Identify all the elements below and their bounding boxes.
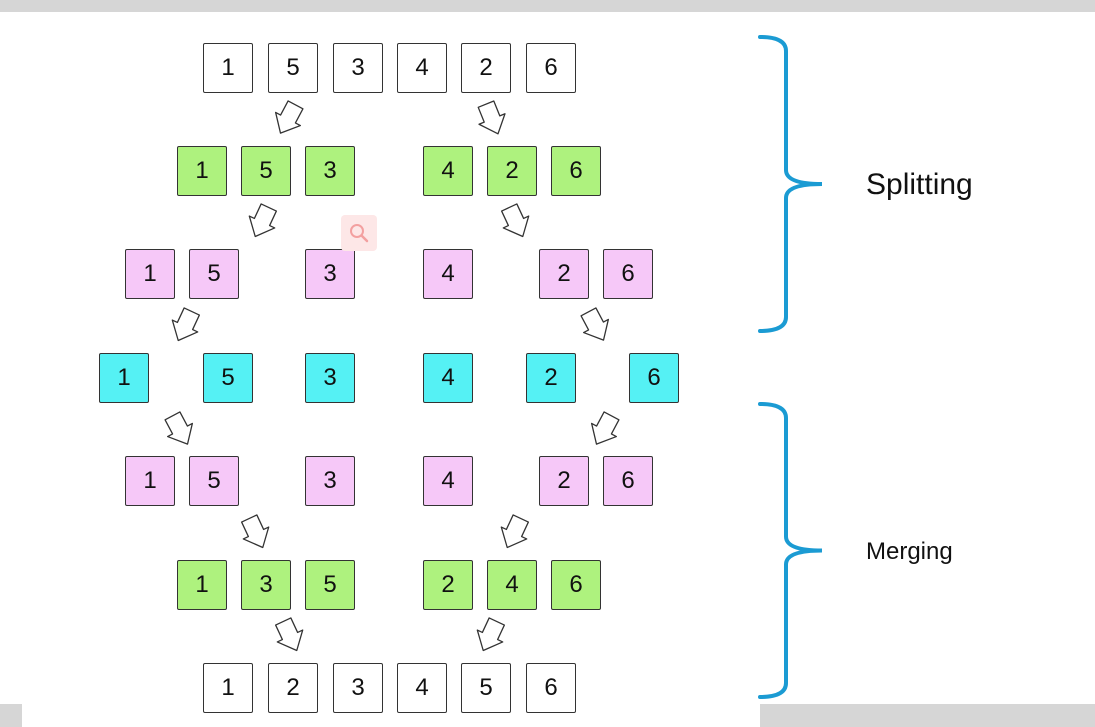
value-box-merge-halves: 4: [487, 560, 537, 610]
flow-arrow-icon: [274, 100, 304, 134]
value-box-input: 3: [333, 43, 383, 93]
value-box-split-halves: 1: [177, 146, 227, 196]
value-box-split-halves: 5: [241, 146, 291, 196]
value-box-singletons: 1: [99, 353, 149, 403]
value-box-merge-pairs: 4: [423, 456, 473, 506]
flow-arrow-icon: [240, 514, 270, 549]
value-box-merge-halves: 1: [177, 560, 227, 610]
value-box-split-quarters: 5: [189, 249, 239, 299]
value-box-merge-halves: 6: [551, 560, 601, 610]
top-bar: [0, 0, 1095, 12]
corner-panel-left: [0, 704, 22, 727]
value-box-merge-halves: 5: [305, 560, 355, 610]
merging-label: Merging: [866, 538, 953, 565]
flow-arrow-icon: [171, 307, 201, 342]
value-box-merge-pairs: 2: [539, 456, 589, 506]
flow-arrow-icon: [500, 203, 530, 238]
value-box-split-quarters: 6: [603, 249, 653, 299]
flow-arrow-icon: [500, 514, 530, 549]
value-box-input: 6: [526, 43, 576, 93]
value-box-merge-pairs: 3: [305, 456, 355, 506]
value-box-output: 3: [333, 663, 383, 713]
value-box-merge-halves: 2: [423, 560, 473, 610]
value-box-input: 2: [461, 43, 511, 93]
flow-arrow-icon: [476, 617, 506, 652]
flow-arrow-icon: [164, 411, 194, 445]
value-box-split-halves: 3: [305, 146, 355, 196]
value-box-merge-pairs: 6: [603, 456, 653, 506]
value-box-output: 2: [268, 663, 318, 713]
value-box-singletons: 5: [203, 353, 253, 403]
value-box-merge-pairs: 1: [125, 456, 175, 506]
value-box-split-halves: 2: [487, 146, 537, 196]
flow-arrow-icon: [477, 100, 506, 135]
value-box-input: 1: [203, 43, 253, 93]
value-box-singletons: 3: [305, 353, 355, 403]
value-box-output: 6: [526, 663, 576, 713]
zoom-icon[interactable]: [341, 215, 377, 251]
value-box-merge-halves: 3: [241, 560, 291, 610]
splitting-label: Splitting: [866, 168, 973, 201]
value-box-split-halves: 4: [423, 146, 473, 196]
value-box-singletons: 6: [629, 353, 679, 403]
value-box-merge-pairs: 5: [189, 456, 239, 506]
value-box-split-quarters: 4: [423, 249, 473, 299]
value-box-output: 4: [397, 663, 447, 713]
flow-arrow-icon: [274, 617, 304, 652]
value-box-output: 5: [461, 663, 511, 713]
value-box-singletons: 2: [526, 353, 576, 403]
flow-arrow-icon: [590, 411, 620, 445]
corner-panel-right: [760, 704, 1095, 727]
value-box-split-quarters: 1: [125, 249, 175, 299]
value-box-singletons: 4: [423, 353, 473, 403]
flow-arrow-icon: [580, 307, 610, 341]
value-box-split-halves: 6: [551, 146, 601, 196]
value-box-input: 4: [397, 43, 447, 93]
flow-arrow-icon: [248, 203, 278, 238]
value-box-split-quarters: 2: [539, 249, 589, 299]
splitting-bracket: [758, 35, 823, 333]
value-box-split-quarters: 3: [305, 249, 355, 299]
value-box-output: 1: [203, 663, 253, 713]
merging-bracket: [758, 402, 823, 699]
value-box-input: 5: [268, 43, 318, 93]
